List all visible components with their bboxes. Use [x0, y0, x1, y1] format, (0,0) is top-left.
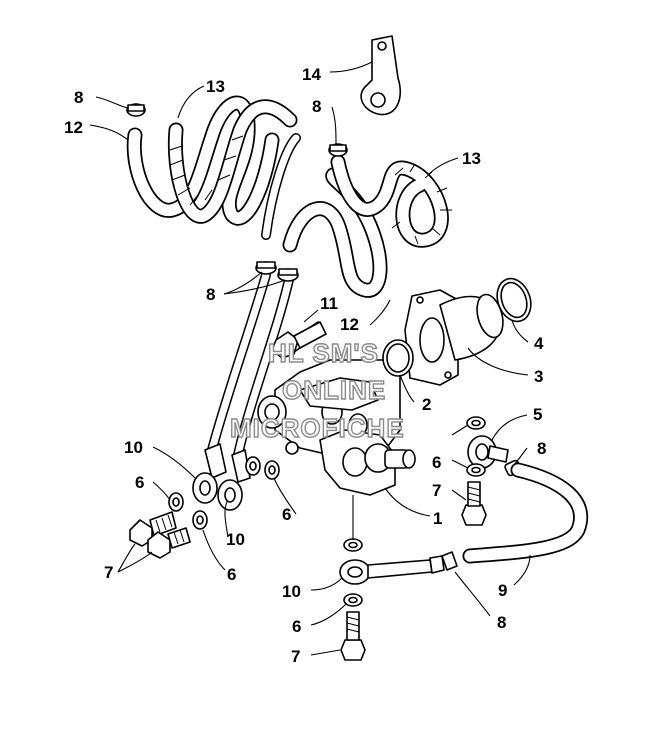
washer-mid-b	[264, 460, 280, 480]
callout-6-left: 6	[135, 473, 144, 492]
callout-6-mid: 6	[282, 505, 291, 524]
watermark-line-2: ONLINE	[282, 375, 386, 405]
banjo-fitting-right	[217, 449, 251, 511]
callout-1: 1	[433, 509, 442, 528]
washer-mid-a	[245, 456, 261, 476]
o-ring-2	[382, 339, 414, 377]
watermark: HL SM'S ONLINE MICROFICHE	[229, 337, 405, 443]
washer-right-b	[466, 463, 486, 477]
callout-7-bottom: 7	[291, 647, 300, 666]
upper-hose-left-12	[126, 95, 280, 226]
callout-10-left: 10	[124, 438, 143, 457]
callout-6-bottom: 6	[292, 617, 301, 636]
callout-13-top-left: 13	[206, 77, 225, 96]
washer-bottom	[343, 593, 363, 607]
washer-left-b	[192, 510, 208, 530]
hose-clamp-top-right	[328, 143, 348, 157]
callout-8-top-right: 8	[312, 97, 321, 116]
callout-12-mid: 12	[340, 315, 359, 334]
callout-10-mid: 10	[226, 530, 245, 549]
callout-9: 9	[498, 581, 507, 600]
adapter-housing-3	[404, 289, 504, 386]
callout-4: 4	[534, 334, 544, 353]
callout-labels: 14 8 12 13 8 13 8 11 12 4 3 2 5 8 6 7 1 …	[64, 65, 546, 666]
bracket-14	[360, 35, 402, 116]
banjo-fitting-right-5	[467, 435, 509, 469]
callout-13-top-right: 13	[462, 149, 481, 168]
outlet-hose-9	[462, 462, 589, 564]
washer-under-pump	[343, 538, 363, 552]
banjo-fitting-bottom	[339, 555, 445, 585]
callout-8-bottom: 8	[497, 613, 506, 632]
callout-6-lower-left: 6	[227, 565, 236, 584]
callout-3: 3	[534, 367, 543, 386]
hose-clamp-mid-left	[255, 261, 277, 275]
watermark-line-1: HL SM'S	[268, 338, 379, 368]
banjo-bolt-left-b	[147, 527, 191, 559]
banjo-bolt-right	[461, 481, 487, 526]
callout-6-right: 6	[432, 453, 441, 472]
hose-clamp-top-left	[126, 103, 146, 117]
banjo-bolt-left-a	[129, 511, 177, 547]
leader-lines	[89, 61, 531, 656]
feed-tube-right	[233, 270, 295, 460]
feed-tube-left	[207, 270, 271, 455]
callout-5: 5	[533, 405, 542, 424]
callout-12-top-left: 12	[64, 118, 83, 137]
callout-2: 2	[422, 395, 431, 414]
callout-8-mid: 8	[206, 285, 215, 304]
callout-7-left: 7	[104, 563, 113, 582]
banjo-bolt-bottom	[340, 611, 366, 661]
upper-hose-right-12	[282, 167, 388, 298]
callout-8-right: 8	[537, 439, 546, 458]
hose-to-fitting-left	[261, 133, 301, 240]
hose-clamp-mid-right	[277, 268, 299, 282]
callout-14: 14	[302, 65, 321, 84]
washer-right-a	[466, 416, 486, 430]
washer-left-a	[168, 492, 184, 512]
callout-7-right: 7	[432, 481, 441, 500]
upper-hose-right-13	[330, 154, 452, 248]
o-ring-4	[496, 277, 532, 323]
oil-pump-body	[257, 321, 416, 496]
upper-hose-left-13	[167, 99, 298, 224]
hose-clamp-bottom	[441, 551, 458, 571]
bolt-11	[271, 321, 327, 359]
watermark-line-3: MICROFICHE	[230, 413, 405, 443]
callout-10-bottom: 10	[282, 582, 301, 601]
banjo-fitting-left	[192, 443, 227, 504]
callout-11: 11	[320, 294, 338, 313]
callout-8-top-left: 8	[74, 88, 83, 107]
